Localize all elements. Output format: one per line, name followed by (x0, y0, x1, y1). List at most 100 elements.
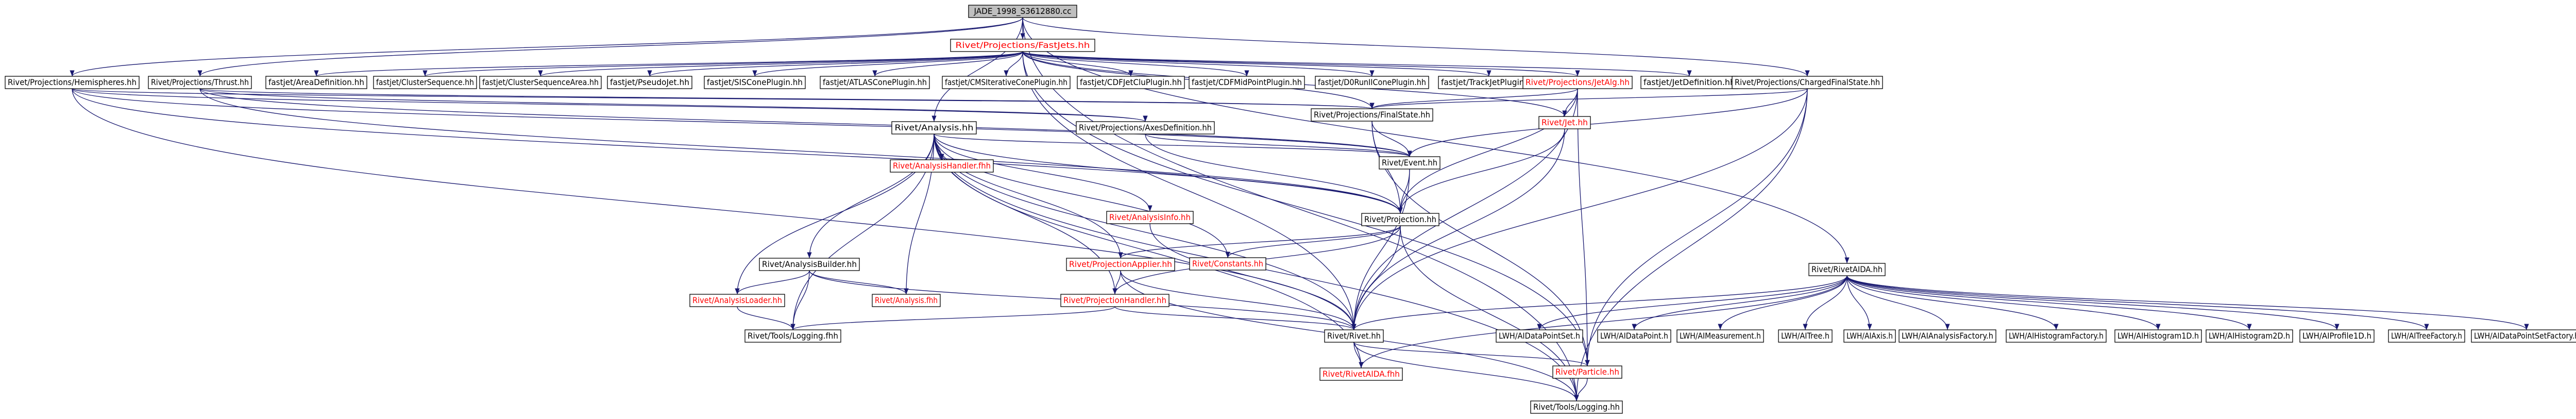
node-lwh_af[interactable]: LWH/AIAnalysisFactory.h (1899, 329, 1996, 343)
node-label-projection: Rivet/Projection.hh (1364, 214, 1436, 224)
node-label-axesdef: Rivet/Projections/AxesDefinition.hh (1079, 123, 1212, 132)
node-label-lwh_h1: LWH/AIHistogram1D.h (2117, 331, 2199, 341)
edge-fastjets-to-clusterseqarea (538, 51, 1023, 77)
node-lwh_dp[interactable]: LWH/AIDataPoint.h (1597, 329, 1671, 343)
node-analysisinfo[interactable]: Rivet/AnalysisInfo.hh (1106, 211, 1194, 224)
node-analysisfhh[interactable]: Rivet/Analysis.fhh (872, 294, 941, 307)
node-jetdef[interactable]: fastjet/JetDefinition.hh (1640, 76, 1738, 89)
node-box-lwh_h1 (2114, 329, 2202, 343)
node-particle[interactable]: Rivet/Particle.hh (1552, 365, 1622, 379)
node-analysishandler[interactable]: Rivet/AnalysisHandler.fhh (890, 159, 994, 173)
edge-root-to-analysis (931, 17, 1023, 122)
node-cdfjetclu[interactable]: fastjet/CDFJetCluPlugin.hh (1077, 76, 1185, 89)
edge-chargedfs-to-event (1407, 88, 1808, 157)
node-box-analysisbuilder (759, 258, 860, 271)
node-clusterseqarea[interactable]: fastjet/ClusterSequenceArea.hh (479, 76, 602, 89)
node-label-lwh_dps: LWH/AIDataPointSet.h (1499, 331, 1580, 341)
node-lwh_meas[interactable]: LWH/AIMeasurement.h (1676, 329, 1764, 343)
node-finalstate[interactable]: Rivet/Projections/FinalState.hh (1311, 108, 1433, 122)
node-toolslogfhh[interactable]: Rivet/Tools/Logging.fhh (744, 329, 841, 343)
node-box-analysis (891, 121, 977, 135)
node-label-projapplier: Rivet/ProjectionApplier.hh (1069, 259, 1172, 269)
node-jetalg[interactable]: Rivet/Projections/JetAlg.hh (1522, 76, 1633, 89)
node-lwh_tree[interactable]: LWH/AITree.h (1778, 329, 1833, 343)
edge-rivetaidahh-to-lwh_tree (1803, 275, 1848, 330)
node-projapplier[interactable]: Rivet/ProjectionApplier.hh (1066, 258, 1175, 271)
node-label-analysisloader: Rivet/AnalysisLoader.hh (692, 295, 782, 305)
node-hemispheres[interactable]: Rivet/Projections/Hemispheres.hh (5, 76, 140, 89)
node-lwh_tf[interactable]: LWH/AITreeFactory.h (2388, 329, 2465, 343)
node-lwh_dpsf[interactable]: LWH/AIDataPointSetFactory.h (2471, 329, 2576, 343)
node-box-constants (1189, 257, 1266, 271)
node-rivet[interactable]: Rivet/Rivet.hh (1324, 329, 1384, 343)
node-projection[interactable]: Rivet/Projection.hh (1361, 213, 1439, 226)
node-box-thrust (148, 76, 252, 89)
node-lwh_hf[interactable]: LWH/AIHistogramFactory.h (2006, 329, 2107, 343)
node-toolsloghh[interactable]: Rivet/Tools/Logging.hh (1530, 400, 1623, 414)
node-analysisloader[interactable]: Rivet/AnalysisLoader.hh (689, 294, 785, 307)
node-pseudojet[interactable]: fastjet/PseudoJet.hh (607, 76, 692, 89)
edge-rivetaidahh-to-lwh_meas (1718, 275, 1848, 330)
node-chargedfs[interactable]: Rivet/Projections/ChargedFinalState.hh (1732, 76, 1883, 89)
node-label-jetdef: fastjet/JetDefinition.hh (1643, 77, 1735, 87)
node-label-atlascone: fastjet/ATLASConePlugin.hh (823, 77, 927, 87)
node-lwh_h2[interactable]: LWH/AIHistogram2D.h (2206, 329, 2293, 343)
node-d0runii[interactable]: fastjet/D0RunIIConePlugin.hh (1315, 76, 1429, 89)
node-lwh_p1[interactable]: LWH/AIProfile1D.h (2299, 329, 2375, 343)
node-analysis[interactable]: Rivet/Analysis.hh (891, 121, 977, 135)
node-lwh_h1[interactable]: LWH/AIHistogram1D.h (2114, 329, 2202, 343)
node-axesdef[interactable]: Rivet/Projections/AxesDefinition.hh (1076, 121, 1215, 135)
node-box-analysishandler (890, 159, 994, 173)
node-label-rivet: Rivet/Rivet.hh (1327, 331, 1381, 341)
node-label-pseudojet: fastjet/PseudoJet.hh (610, 77, 689, 87)
node-label-cdfmidpoint: fastjet/CDFMidPointPlugin.hh (1192, 77, 1302, 87)
node-analysisbuilder[interactable]: Rivet/AnalysisBuilder.hh (759, 258, 860, 271)
node-lwh_dps[interactable]: LWH/AIDataPointSet.h (1496, 329, 1583, 343)
node-box-axesdef (1076, 121, 1215, 135)
edge-chargedfs-to-finalstate (1369, 88, 1808, 109)
edge-event-to-rivet (1351, 169, 1410, 330)
edge-rivetaidahh-to-lwh_h1 (1846, 275, 2161, 330)
node-root[interactable]: JADE_1998_S3612880.cc (968, 5, 1077, 18)
node-jet[interactable]: Rivet/Jet.hh (1538, 116, 1591, 129)
node-clusterseq[interactable]: fastjet/ClusterSequence.hh (373, 76, 477, 89)
node-label-particle: Rivet/Particle.hh (1555, 367, 1619, 377)
node-cmsitcone[interactable]: fastjet/CMSIterativeConePlugin.hh (942, 76, 1071, 89)
node-box-projhandler (1060, 294, 1170, 307)
node-siscone[interactable]: fastjet/SISConePlugin.hh (704, 76, 806, 89)
node-label-jetalg: Rivet/Projections/JetAlg.hh (1526, 77, 1630, 87)
node-box-analysisloader (689, 294, 785, 307)
node-label-lwh_h2: LWH/AIHistogram2D.h (2209, 331, 2290, 341)
node-projhandler[interactable]: Rivet/ProjectionHandler.hh (1060, 294, 1170, 307)
edge-rivetaidahh-to-lwh_af (1846, 275, 1950, 330)
node-lwh_axis[interactable]: LWH/AIAxis.h (1843, 329, 1896, 343)
node-box-areadef (265, 76, 367, 89)
node-thrust[interactable]: Rivet/Projections/Thrust.hh (148, 76, 252, 89)
edge-analysis-to-analysisinfo (934, 133, 1153, 212)
node-rivetaida[interactable]: Rivet/RivetAIDA.fhh (1319, 367, 1403, 381)
node-constants[interactable]: Rivet/Constants.hh (1189, 257, 1266, 271)
edge-root-to-hemispheres (70, 17, 1023, 77)
node-label-cdfjetclu: fastjet/CDFJetCluPlugin.hh (1080, 77, 1182, 87)
node-box-rivet (1324, 329, 1384, 343)
node-label-lwh_dpsf: LWH/AIDataPointSetFactory.h (2474, 331, 2576, 341)
edge-fastjets-to-areadef (314, 51, 1023, 77)
edge-thrust-to-axesdef (199, 88, 1148, 122)
node-box-lwh_dp (1597, 329, 1671, 343)
node-fastjets[interactable]: Rivet/Projections/FastJets.hh (950, 39, 1095, 52)
node-cdfmidpoint[interactable]: fastjet/CDFMidPointPlugin.hh (1189, 76, 1305, 89)
node-label-analysis: Rivet/Analysis.hh (895, 123, 974, 132)
edge-analysis-to-rivetaida (934, 133, 1364, 368)
edge-rivetaidahh-to-lwh_p1 (1846, 275, 2340, 330)
node-rivetaidahh[interactable]: Rivet/RivetAIDA.hh (1808, 263, 1886, 276)
node-box-analysisfhh (872, 294, 941, 307)
edge-projection-to-constants (1225, 225, 1401, 258)
node-atlascone[interactable]: fastjet/ATLASConePlugin.hh (820, 76, 930, 89)
node-label-projhandler: Rivet/ProjectionHandler.hh (1063, 295, 1166, 305)
node-areadef[interactable]: fastjet/AreaDefinition.hh (265, 76, 367, 89)
node-event[interactable]: Rivet/Event.hh (1379, 156, 1440, 170)
edge-rivetaidahh-to-lwh_hf (1846, 275, 2059, 330)
edge-rivet-to-particle (1353, 342, 1590, 366)
edge-analysis-to-projection (934, 133, 1403, 214)
